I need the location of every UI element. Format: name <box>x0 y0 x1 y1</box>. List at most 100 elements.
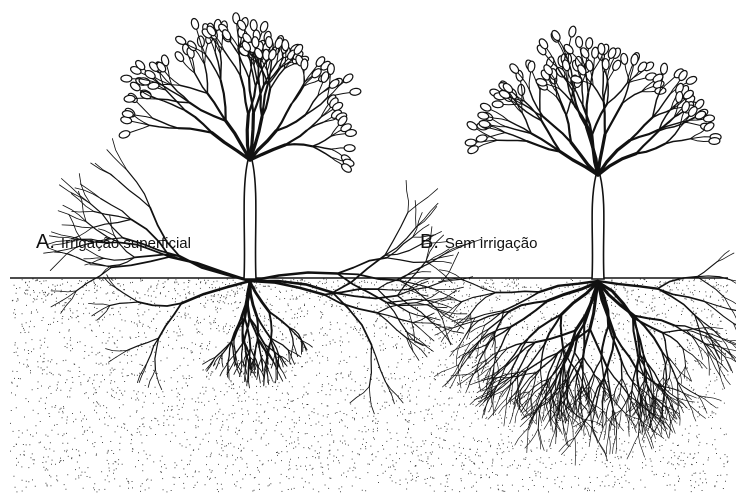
bud <box>124 95 135 102</box>
bud <box>479 102 492 113</box>
trunk <box>244 160 256 279</box>
deep-root <box>661 416 662 434</box>
lateral-root <box>658 289 695 315</box>
panel-b-label: B. Sem irrigação <box>420 231 537 254</box>
lateral-root <box>385 212 408 255</box>
crown-branch <box>240 76 248 115</box>
lateral-root <box>89 303 110 305</box>
lateral-root <box>385 227 416 255</box>
crown-branch <box>128 125 150 133</box>
lateral-root <box>717 253 734 262</box>
crown-branch <box>502 104 523 105</box>
lateral-root <box>127 170 150 207</box>
crown-branch <box>642 81 655 92</box>
bud <box>301 59 308 70</box>
deep-root <box>609 408 613 435</box>
tap-root <box>248 363 249 379</box>
lateral-root <box>658 289 705 302</box>
lateral-root <box>387 258 427 263</box>
deep-root <box>646 403 647 422</box>
tap-root <box>227 363 228 377</box>
crown-branch <box>312 136 330 146</box>
deep-root <box>606 435 608 454</box>
lateral-root <box>406 180 409 212</box>
lateral-root <box>496 291 539 292</box>
crown-branch <box>529 71 531 91</box>
lateral-root <box>61 291 77 313</box>
panel-a-caption: Irrigação superficial <box>61 235 191 252</box>
lateral-root <box>51 291 76 292</box>
deep-root <box>568 414 573 437</box>
lateral-root <box>58 211 86 222</box>
tap-root <box>291 344 293 358</box>
lateral-root <box>730 280 736 289</box>
lateral-root <box>704 301 733 323</box>
crown-branch <box>558 94 566 115</box>
crown-branch <box>582 84 583 105</box>
bud <box>190 18 200 30</box>
crown-branch <box>642 86 655 92</box>
lateral-root <box>504 292 539 311</box>
tap-root <box>234 339 236 355</box>
bud <box>660 63 668 75</box>
lateral-root <box>369 345 371 387</box>
lateral-root <box>112 257 170 267</box>
deep-root <box>515 428 528 445</box>
bud <box>118 129 131 139</box>
deep-root <box>666 397 667 414</box>
deep-root <box>638 435 644 457</box>
deep-root <box>669 378 672 395</box>
lateral-root <box>159 303 182 338</box>
bud <box>602 59 609 70</box>
lateral-root <box>712 341 720 359</box>
crown-branch <box>604 82 608 103</box>
tap-root <box>232 316 242 341</box>
crown-branch <box>605 103 622 135</box>
crown-branch <box>604 102 605 134</box>
deep-root <box>529 314 561 337</box>
crown-branch <box>130 121 150 125</box>
deep-root <box>535 331 575 343</box>
deep-root <box>678 382 679 407</box>
tap-root <box>249 371 250 388</box>
panel-b-caption: Sem irrigação <box>445 235 538 252</box>
crown-branch <box>205 65 208 94</box>
deep-root <box>519 398 530 408</box>
deep-root <box>616 435 617 454</box>
tap-root <box>277 363 286 379</box>
panel-b-letter: B. <box>420 231 439 253</box>
lateral-root <box>109 351 127 363</box>
crown-branch <box>305 96 318 116</box>
bud <box>327 63 335 75</box>
bud <box>344 145 355 152</box>
bud <box>630 54 639 66</box>
lateral-root <box>138 302 181 306</box>
lateral-root <box>95 163 118 181</box>
lateral-root <box>463 280 496 293</box>
lateral-root <box>369 387 374 414</box>
bud <box>568 25 577 37</box>
bud <box>282 40 289 51</box>
deep-root <box>563 426 567 446</box>
lateral-root <box>416 203 438 227</box>
crown-branch <box>285 131 306 145</box>
bud <box>598 43 606 55</box>
lateral-root <box>72 211 94 212</box>
deep-root <box>450 342 462 356</box>
deep-root <box>627 435 638 459</box>
lateral-root <box>127 338 159 350</box>
tap-root <box>254 340 258 358</box>
deep-root <box>643 423 664 439</box>
crown-branch <box>625 63 630 82</box>
crown-branch <box>690 139 710 142</box>
deep-root <box>575 438 576 466</box>
lateral-root <box>730 280 736 292</box>
crown-branch <box>498 140 528 141</box>
deep-root <box>496 327 511 356</box>
lateral-root <box>452 318 475 322</box>
lateral-root <box>333 293 398 299</box>
lateral-root <box>139 363 147 383</box>
deep-root <box>544 417 550 429</box>
lateral-root <box>78 191 86 221</box>
panel-a-letter: A. <box>36 231 55 253</box>
